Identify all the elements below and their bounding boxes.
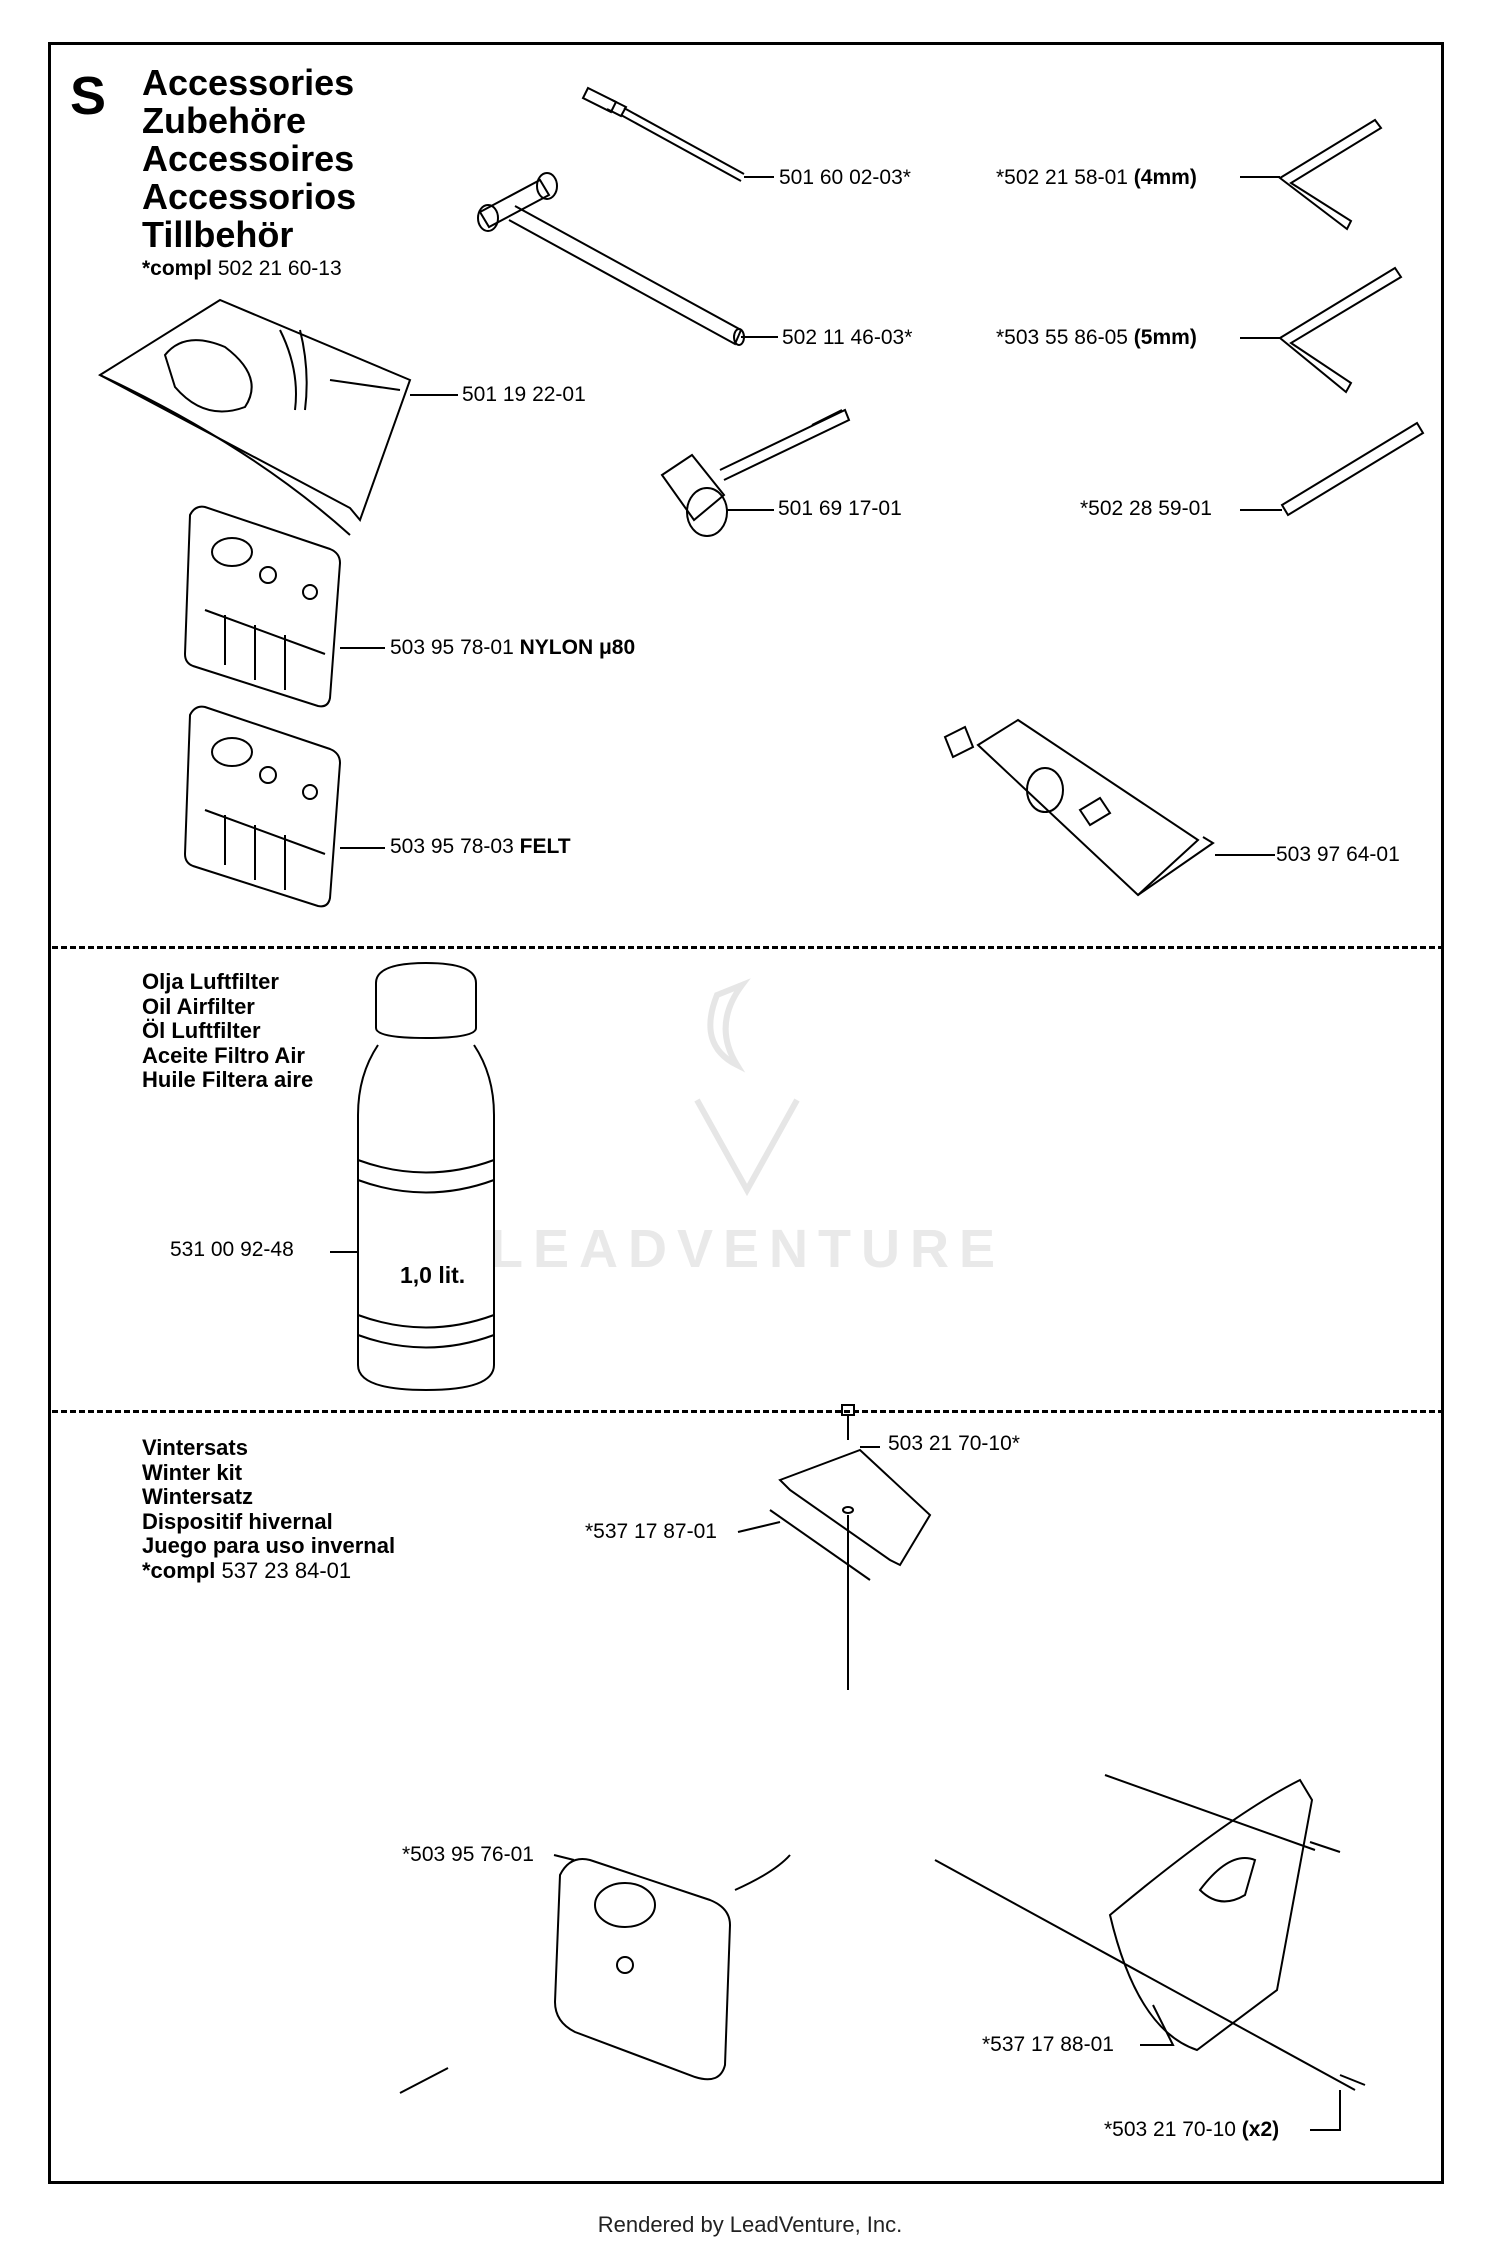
oil-section-titles: Olja Luftfilter Oil Airfilter Öl Luftfil… [142, 969, 314, 1093]
t-wrench-drawing [478, 173, 744, 345]
part-label-503-95-78-01: 503 95 78-01 NYLON μ80 [390, 636, 635, 660]
compl-number: 502 21 60-13 [217, 257, 342, 280]
oil-title-es: Aceite Filtro Air [142, 1042, 305, 1068]
part-label-503-95-78-03: 503 95 78-03 FELT [390, 835, 571, 859]
part-number: *503 55 86-05 [996, 326, 1128, 349]
compl-prefix: *compl [142, 1557, 216, 1583]
section-divider-1 [52, 946, 1444, 949]
winter-title-sv: Vintersats [142, 1435, 248, 1460]
socket-wrench-drawing [662, 410, 849, 536]
part-number: 503 95 78-03 [390, 835, 514, 858]
oil-bottle-drawing [358, 963, 494, 1390]
winter-title-es: Juego para uso invernal [142, 1533, 396, 1558]
compl-main: *compl 502 21 60-13 [142, 257, 342, 281]
winter-section-titles: Vintersats Winter kit Wintersatz Disposi… [142, 1435, 396, 1584]
hex-key-4mm-drawing [1280, 120, 1381, 229]
oil-title-sv: Olja Luftfilter [142, 969, 279, 994]
section-divider-2 [52, 1410, 1444, 1413]
rod-drawing [1282, 423, 1423, 515]
oil-title-de: Öl Luftfilter [142, 1018, 261, 1043]
part-label-502-21-58-01: *502 21 58-01 (4mm) [996, 166, 1197, 190]
winter-title-en: Winter kit [142, 1459, 243, 1485]
oil-title-en: Oil Airfilter [142, 993, 255, 1019]
part-label-503-21-70-10: 503 21 70-10* [888, 1432, 1020, 1455]
title-en: Accessories [142, 62, 355, 103]
diagram-frame [48, 42, 1444, 2184]
bag-drawing [100, 300, 410, 535]
winter-cover-drawing [770, 1405, 930, 1690]
part-label-501-19-22-01: 501 19 22-01 [462, 383, 586, 406]
section-letter: S [70, 66, 107, 126]
part-label-501-69-17-01: 501 69 17-01 [778, 497, 902, 520]
compl-prefix: *compl [142, 257, 213, 280]
part-label-531-00-92-48: 531 00 92-48 [170, 1238, 294, 1261]
part-note: (x2) [1241, 2118, 1280, 2141]
leader-lines [330, 177, 1340, 2130]
part-label-503-97-64-01: 503 97 64-01 [1276, 843, 1400, 866]
air-filter-felt-drawing [185, 707, 340, 907]
part-label-537-17-88-01: *537 17 88-01 [982, 2033, 1114, 2056]
winter-title-de: Wintersatz [142, 1484, 254, 1509]
watermark-logo [697, 985, 797, 1190]
part-number: *502 21 58-01 [996, 166, 1128, 189]
part-label-502-28-59-01: *502 28 59-01 [1080, 497, 1212, 520]
winter-compl: *compl 537 23 84-01 [142, 1557, 395, 1584]
title-list: Accessories Zubehöre Accessoires Accesso… [142, 64, 356, 254]
grease-tube-drawing [945, 720, 1213, 895]
part-label-503-95-76-01: *503 95 76-01 [402, 1843, 534, 1866]
filter-cover-drawing [400, 1855, 790, 2093]
title-fr: Accessoires [142, 138, 355, 179]
part-note: (5mm) [1133, 326, 1197, 349]
watermark-text: LEADVENTURE [490, 1219, 1006, 1279]
part-number: *503 21 70-10 [1104, 2118, 1236, 2141]
part-label-503-21-70-10-x2: *503 21 70-10 (x2) [1104, 2118, 1279, 2142]
footer-credit: Rendered by LeadVenture, Inc. [597, 2212, 903, 2237]
bottle-volume-label: 1,0 lit. [400, 1262, 466, 1288]
part-note: NYLON μ80 [519, 636, 636, 659]
side-cover-drawing [935, 1775, 1365, 2090]
pin-punch-drawing [583, 88, 744, 181]
part-label-537-17-87-01: *537 17 87-01 [585, 1520, 717, 1543]
part-label-501-60-02-03: 501 60 02-03* [779, 166, 911, 189]
title-de: Zubehöre [142, 100, 307, 141]
part-number: 503 95 78-01 [390, 636, 514, 659]
oil-title-fr: Huile Filtera aire [142, 1067, 314, 1092]
air-filter-nylon-drawing [185, 507, 340, 707]
part-label-503-55-86-05: *503 55 86-05 (5mm) [996, 326, 1197, 350]
compl-number: 537 23 84-01 [221, 1557, 352, 1583]
hex-key-5mm-drawing [1280, 268, 1401, 392]
part-label-502-11-46-03: 502 11 46-03* [782, 326, 913, 349]
winter-title-fr: Dispositif hivernal [142, 1508, 333, 1534]
part-note: FELT [519, 835, 571, 858]
title-sv: Tillbehör [142, 214, 294, 255]
title-es: Accessorios [142, 176, 357, 217]
part-note: (4mm) [1133, 166, 1197, 189]
